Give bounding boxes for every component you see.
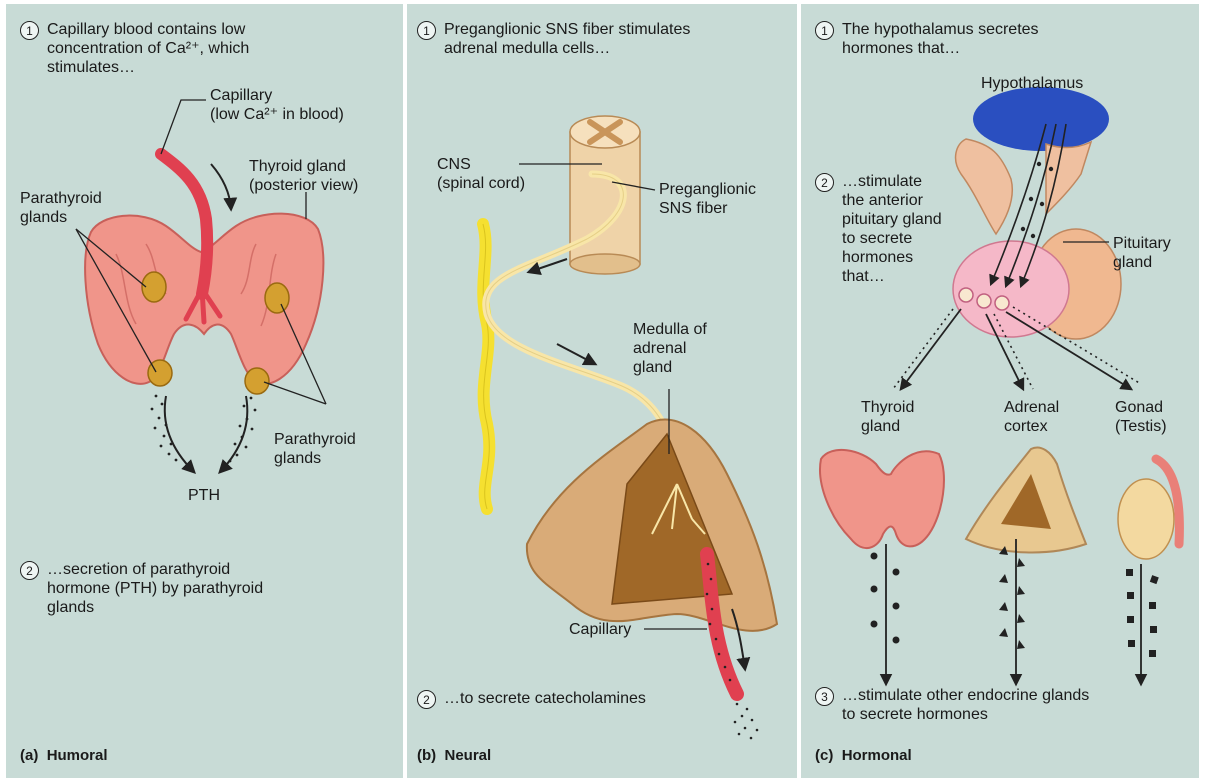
capillary-vessel xyxy=(700,547,744,701)
step-line: to secrete hormones xyxy=(842,706,988,723)
step-line: stimulates… xyxy=(47,59,136,76)
step-number: 1 xyxy=(20,21,39,40)
step-line: …to secrete catecholamines xyxy=(444,690,646,707)
parathyroid-gland-1 xyxy=(141,271,167,303)
adrenal-gland-shape xyxy=(525,418,779,632)
caption-neural: (b) Neural xyxy=(417,747,492,764)
label-pituitary-gland: Pituitary gland xyxy=(1113,235,1171,271)
label-preganglionic-fiber: Preganglionic SNS fiber xyxy=(659,181,756,217)
label-parathyroid-bottom: Parathyroid glands xyxy=(274,431,356,467)
adrenal-hormone-triangles xyxy=(999,546,1025,649)
step-2-humoral: 2 …secretion of parathyroid hormone (PTH… xyxy=(20,560,263,617)
caption-hormonal: (c) Hormonal xyxy=(815,747,912,764)
step-number: 2 xyxy=(20,561,39,580)
panel-humoral: 1 Capillary blood contains low concentra… xyxy=(6,4,403,778)
hormonal-illustration xyxy=(819,87,1184,687)
label-adrenal-cortex: Adrenal cortex xyxy=(1004,399,1060,435)
anterior-pituitary-shape xyxy=(952,240,1070,338)
step-line: Preganglionic SNS fiber stimulates xyxy=(444,21,691,38)
step-line: …secretion of parathyroid xyxy=(47,561,231,578)
step-2-neural: 2 …to secrete catecholamines xyxy=(417,689,646,709)
step-number: 3 xyxy=(815,687,834,706)
panel-neural: 1 Preganglionic SNS fiber stimulates adr… xyxy=(407,4,797,778)
thyroid-target-shape xyxy=(819,448,945,549)
step-line: concentration of Ca²⁺, which xyxy=(47,40,250,57)
label-capillary: Capillary xyxy=(569,621,632,638)
pituitary-cells xyxy=(958,287,1010,311)
neural-illustration xyxy=(477,115,779,740)
step-1-hormonal: 1 The hypothalamus secretes hormones tha… xyxy=(815,20,1039,58)
step-line: hormone (PTH) by parathyroid xyxy=(47,580,264,597)
testis-target-shape xyxy=(1117,478,1175,560)
label-adrenal-medulla: Medulla of adrenal gland xyxy=(633,321,707,376)
catecholamine-dots xyxy=(733,702,759,740)
step-line: pituitary gland xyxy=(842,211,942,228)
caption-humoral: (a) Humoral xyxy=(20,747,108,764)
step-1-humoral: 1 Capillary blood contains low concentra… xyxy=(20,20,249,77)
parathyroid-gland-4 xyxy=(244,367,270,395)
step-line: glands xyxy=(47,599,95,616)
thyroid-hormone-dots xyxy=(870,552,900,644)
label-hypothalamus: Hypothalamus xyxy=(981,75,1084,92)
label-cns: CNS (spinal cord) xyxy=(437,156,526,192)
step-number: 1 xyxy=(815,21,834,40)
hypothalamus-shape xyxy=(973,87,1109,151)
label-pth: PTH xyxy=(188,487,220,504)
capillary-vessel xyxy=(155,148,214,300)
label-parathyroid-top: Parathyroid glands xyxy=(20,190,102,226)
label-capillary: Capillary (low Ca²⁺ in blood) xyxy=(210,87,344,123)
step-line: that… xyxy=(842,268,885,285)
testis-hormone-squares xyxy=(1126,569,1159,657)
step-number: 1 xyxy=(417,21,436,40)
spinal-cord-shape xyxy=(569,115,641,275)
step-2-hormonal: 2 …stimulate the anterior pituitary glan… xyxy=(815,172,942,286)
label-gonad: Gonad (Testis) xyxy=(1115,399,1167,435)
step-3-hormonal: 3 …stimulate other endocrine glands to s… xyxy=(815,686,1089,724)
humoral-illustration xyxy=(75,99,327,475)
step-1-neural: 1 Preganglionic SNS fiber stimulates adr… xyxy=(417,20,690,58)
step-line: to secrete xyxy=(842,230,913,247)
parathyroid-gland-2 xyxy=(264,282,290,314)
step-line: adrenal medulla cells… xyxy=(444,40,611,57)
panel-hormonal: 1 The hypothalamus secretes hormones tha… xyxy=(801,4,1199,778)
step-line: hormones xyxy=(842,249,914,266)
step-line: The hypothalamus secretes xyxy=(842,21,1039,38)
label-thyroid-gland: Thyroid gland (posterior view) xyxy=(249,158,359,194)
step-line: the anterior xyxy=(842,192,923,209)
step-line: Capillary blood contains low xyxy=(47,21,246,38)
label-thyroid-target: Thyroid gland xyxy=(861,399,915,435)
step-number: 2 xyxy=(815,173,834,192)
step-number: 2 xyxy=(417,690,436,709)
parathyroid-gland-3 xyxy=(147,359,173,387)
step-line: …stimulate xyxy=(842,173,923,190)
step-line: …stimulate other endocrine glands xyxy=(842,687,1090,704)
step-line: hormones that… xyxy=(842,40,961,57)
